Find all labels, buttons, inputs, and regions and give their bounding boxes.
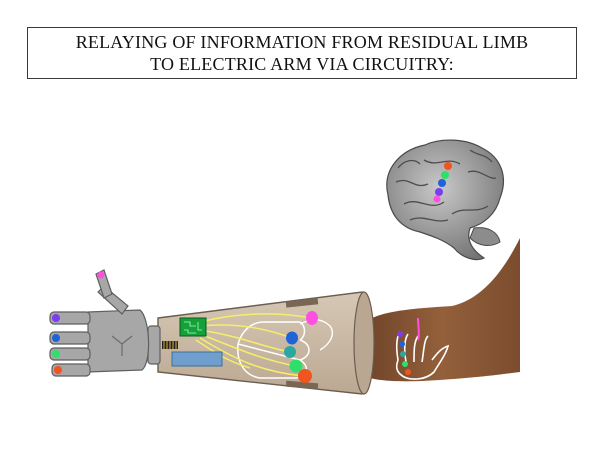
- circuit-board-icon: [162, 317, 207, 349]
- title-line-2: TO ELECTRIC ARM VIA CIRCUITRY:: [150, 54, 454, 74]
- cortex-dot-purple: [435, 188, 443, 196]
- title-box: RELAYING OF INFORMATION FROM RESIDUAL LI…: [27, 27, 577, 79]
- electrode-blue: [286, 331, 298, 345]
- electrode-pink: [306, 311, 318, 325]
- cortex-dot-pink: [433, 195, 441, 203]
- title-line-1: RELAYING OF INFORMATION FROM RESIDUAL LI…: [75, 32, 529, 52]
- cortex-dot-blue: [438, 179, 446, 187]
- sensor-electrodes: [284, 311, 318, 383]
- electrode-red: [298, 369, 312, 383]
- robotic-fingertips: [52, 271, 105, 374]
- cortex-dot-red: [444, 162, 452, 170]
- battery-icon: [171, 351, 223, 367]
- circuit-wires: [195, 313, 311, 377]
- brain-icon: [386, 139, 504, 261]
- robotic-hand-icon: [49, 269, 161, 377]
- residual-limb-icon: [364, 238, 520, 382]
- cortex-dot-green: [441, 171, 449, 179]
- electrode-teal: [284, 346, 296, 358]
- electrode-green: [289, 359, 303, 373]
- prosthetic-socket: [157, 291, 375, 395]
